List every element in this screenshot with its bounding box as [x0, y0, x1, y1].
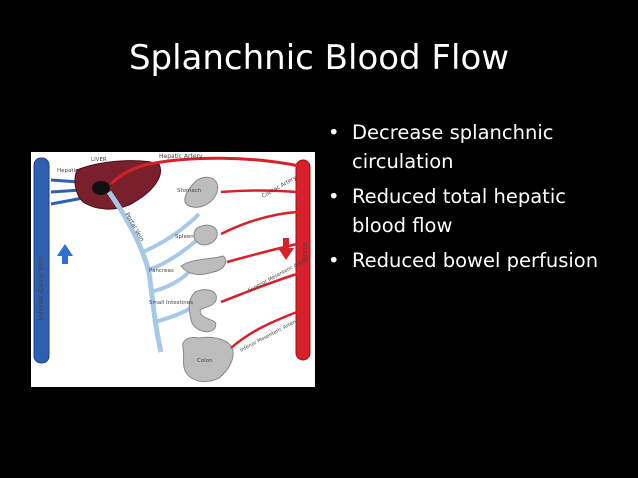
bullet-item: Reduced bowel perfusion: [326, 246, 626, 275]
celiac-artery-label: Coeliac Artery: [261, 175, 298, 200]
bullet-item: Reduced total hepatic blood flow: [326, 182, 626, 240]
hepatic-veins-label: Hepatic Veins: [57, 168, 95, 174]
slide-title: Splanchnic Blood Flow: [128, 38, 510, 78]
small-intestines: [188, 289, 217, 333]
liver-hilum: [92, 181, 110, 195]
superior-mesenteric-artery: [220, 272, 298, 304]
bullet-item: Decrease splanchnic circulation: [326, 118, 626, 176]
inferior-mesenteric-artery: [230, 310, 298, 349]
portal-vein: [106, 190, 164, 353]
inferior-caval-vein: [33, 157, 50, 364]
colon-label: Colon: [197, 358, 213, 364]
hepatic-artery: [109, 156, 300, 186]
up-arrow-icon: [57, 244, 73, 264]
splanchnic-circulation-diagram: Inferior Caval Vein Aorta Hepatic Veins …: [31, 152, 315, 387]
stomach: [184, 176, 219, 208]
spleen-label: Spleen: [175, 234, 194, 240]
celiac-artery: [220, 189, 298, 194]
pancreas: [180, 255, 227, 275]
liver-label: LIVER: [91, 157, 107, 163]
hepatic-artery-label: Hepatic Artery: [159, 153, 203, 160]
bullet-list: Decrease splanchnic circulation Reduced …: [326, 118, 626, 281]
spleen: [193, 224, 218, 246]
pancreas-label: Pancreas: [149, 268, 174, 274]
down-arrow-icon: [278, 238, 294, 260]
ivc-label: Inferior Caval Vein: [37, 256, 45, 320]
aorta-label: Aorta: [301, 243, 309, 262]
aorta: [295, 159, 311, 361]
small-intestines-label: Small Intestines: [149, 300, 193, 306]
liver: [74, 160, 161, 210]
stomach-label: Stomach: [177, 188, 202, 194]
colon: [182, 336, 234, 382]
